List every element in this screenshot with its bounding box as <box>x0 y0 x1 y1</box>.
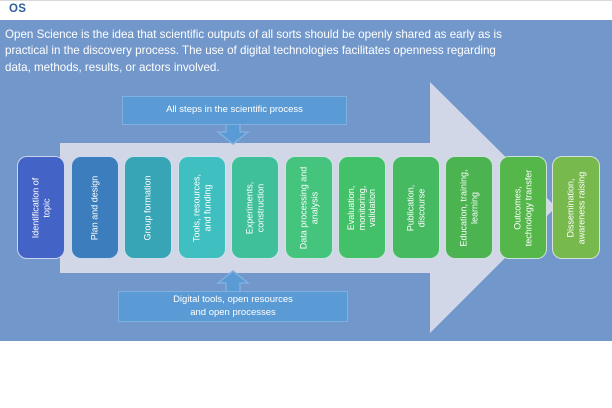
caption-digital-tools-label: Digital tools, open resources and open p… <box>173 293 293 318</box>
caption-all-steps: All steps in the scientific process <box>122 96 347 125</box>
process-step-label: Publication, discourse <box>404 184 426 231</box>
process-step-label: Outcomes, technology transfer <box>511 169 533 246</box>
process-step: Tools, resources, and funding <box>177 156 226 259</box>
process-step: Dissemination, awareness raising <box>552 156 600 259</box>
titlebar: OS <box>0 0 612 20</box>
process-step: Data processing and analysis <box>284 156 333 259</box>
process-step: Experiments, construction <box>231 156 279 259</box>
process-step: Outcomes, technology transfer <box>498 156 547 259</box>
process-step-label: Group formation <box>142 174 153 241</box>
process-step: Group formation <box>124 156 172 259</box>
process-steps: Identification of topic Plan and design Gr… <box>17 156 600 259</box>
caption-all-steps-label: All steps in the scientific process <box>166 104 303 116</box>
process-step: Identification of topic <box>17 156 65 259</box>
process-step: Plan and design <box>70 156 119 259</box>
process-step-label: Experiments, construction <box>244 181 265 234</box>
process-step-label: Tools, resources, and funding <box>190 173 212 242</box>
process-step-label: Data processing and analysis <box>297 166 319 249</box>
process-step-label: Education, training, learning <box>458 168 479 247</box>
process-step: Evaluation, monitoring, validation <box>338 156 386 259</box>
down-arrow-icon <box>215 123 251 145</box>
process-step-label: Dissemination, awareness raising <box>565 171 586 244</box>
intro-paragraph: Open Science is the idea that scientific… <box>5 28 502 74</box>
up-arrow-icon <box>215 270 251 293</box>
process-step-label: Identification of topic <box>30 177 51 238</box>
os-logo: OS <box>9 3 27 15</box>
process-step-label: Evaluation, monitoring, validation <box>346 185 378 230</box>
process-step: Education, training, learning <box>445 156 493 259</box>
process-step-label: Plan and design <box>89 175 100 240</box>
caption-digital-tools: Digital tools, open resources and open p… <box>118 291 348 322</box>
slide-footer-margin <box>0 341 612 408</box>
process-step: Publication, discourse <box>391 156 440 259</box>
